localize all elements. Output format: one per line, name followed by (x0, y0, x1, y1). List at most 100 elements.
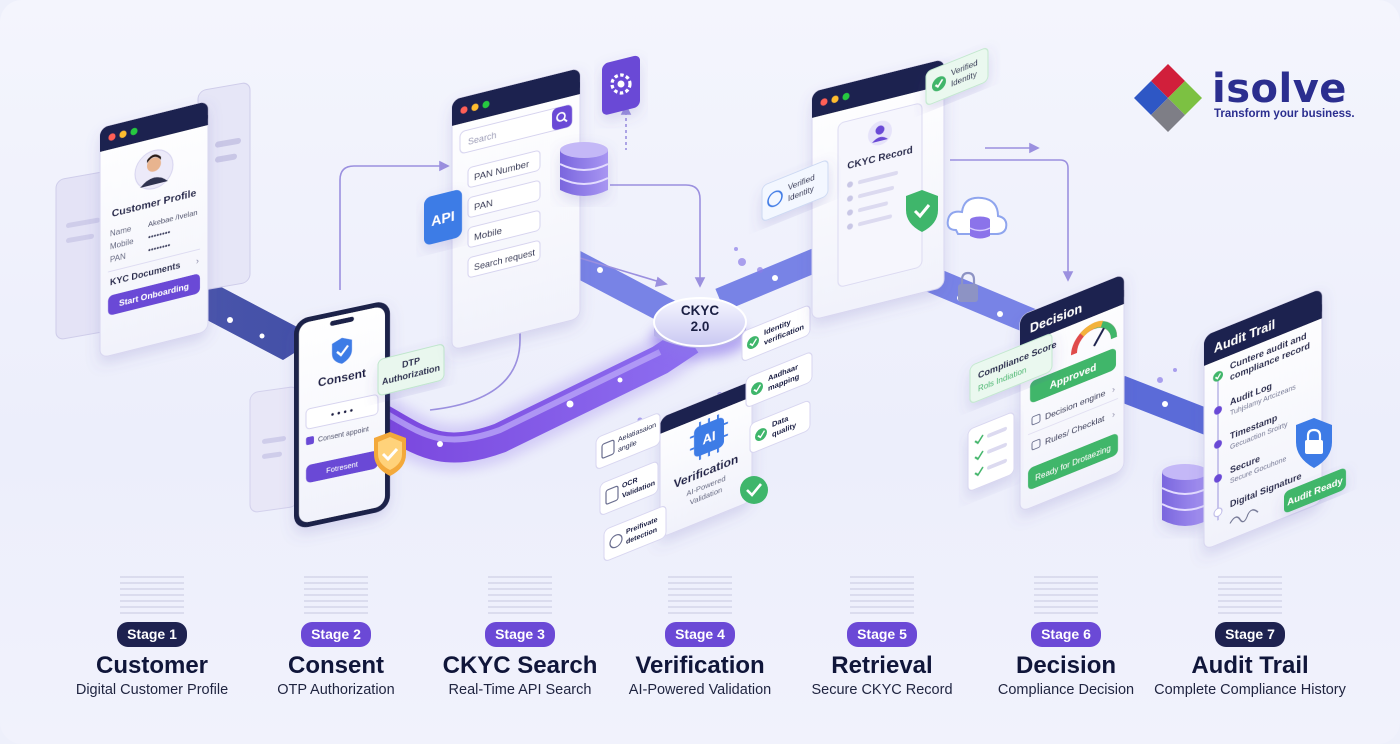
gear-icon (602, 55, 640, 115)
otp-authorization-badge: DTP Authorization (377, 344, 445, 396)
approved-status (1030, 348, 1116, 403)
fingerprint-icon (609, 534, 623, 549)
checkbox-icon (1031, 413, 1041, 426)
pan-field[interactable] (467, 180, 541, 218)
stage-title: Verification (635, 652, 765, 679)
aadhaar-mapping-item: Aadhaar mapping (745, 352, 813, 407)
chip-icon (601, 439, 615, 459)
stage-badge: Stage 5 (847, 622, 917, 647)
customer-profile-card: Customer Profile Name Akebae /Ivelan Mob… (99, 102, 209, 357)
stage-7: Stage 7 Audit Trail Complete Compliance … (1140, 576, 1360, 699)
gauge-icon (1071, 320, 1117, 356)
data-quality-item: Data quality (749, 400, 811, 453)
stage-title: Audit Trail (1191, 652, 1309, 679)
verified-identity-left-badge: Verified Identity (761, 160, 829, 221)
stage-subtitle: Secure CKYC Record (811, 682, 953, 698)
pipe-decision-to-audit (1115, 375, 1220, 438)
stage-title: Consent (288, 652, 384, 679)
stage-subtitle: AI-Powered Validation (628, 682, 772, 698)
verified-identity-top-badge: Verified Identity (925, 48, 989, 105)
pan-label: PAN (474, 198, 493, 214)
pan-number-field[interactable] (467, 150, 541, 188)
stage-title: Retrieval (831, 652, 933, 679)
stage-pedestal (668, 576, 732, 616)
otp-dots: • • • • (331, 405, 354, 421)
flow-arrows (339, 104, 1074, 411)
verification-card: AI Verification AI-Powered Validation (659, 382, 753, 536)
brand-tagline: Transform your business. (1214, 108, 1355, 120)
hub-label-line1: CKYC (681, 303, 720, 318)
liveness-tool: Aelatiasaion angile (595, 413, 661, 469)
consent-checkbox[interactable] (306, 436, 314, 446)
search-card: Search PAN Number PAN Mobile Search requ… (451, 69, 581, 349)
avatar (134, 149, 174, 190)
stage-pedestal (1218, 576, 1282, 616)
checkbox-icon (1031, 438, 1041, 451)
search-request-button[interactable] (467, 240, 541, 278)
ready-status (1028, 434, 1118, 490)
mobile-field[interactable] (467, 210, 541, 248)
audit-database-icon (1161, 464, 1209, 526)
audit-trail-card: Audit Trail Cuntere audit and compliance… (1203, 290, 1323, 548)
scan-icon (605, 485, 619, 505)
start-onboarding-button[interactable] (108, 273, 200, 316)
audit-lock-shield-icon (1296, 418, 1332, 468)
search-button[interactable] (552, 104, 572, 131)
consent-phone: Consent • • • • Consent appoint Fotresen… (294, 302, 390, 528)
stage-pedestal (304, 576, 368, 616)
isolve-logo-mark (1134, 64, 1202, 132)
stage-subtitle: OTP Authorization (277, 682, 395, 698)
ocr-tool: OCR Validation (599, 461, 659, 515)
chevron-right-icon: › (1112, 409, 1115, 420)
api-badge: API (424, 190, 462, 245)
stage-subtitle: Real-Time API Search (448, 682, 592, 698)
stage-title: Customer (95, 652, 209, 679)
check-circle-icon (740, 476, 768, 504)
identity-verification-item: Identity verification (741, 305, 811, 361)
database-icon (559, 142, 609, 196)
decision-card: Decision Approved Decision engine › Rule… (1019, 276, 1125, 510)
signature-icon (1229, 509, 1259, 524)
stage-subtitle: Complete Compliance History (1154, 682, 1346, 698)
stage-pedestal (850, 576, 914, 616)
shield-gold-icon (374, 432, 406, 476)
pan-label: PAN (110, 252, 126, 265)
isolve-logo: isolve Transform your business. (1132, 62, 1362, 138)
ai-chip-icon: AI (690, 414, 728, 461)
fingerprint-icon (767, 190, 783, 208)
stage-pedestal (1034, 576, 1098, 616)
stage-pedestal (120, 576, 184, 616)
stage-6: Stage 6 Decision Compliance Decision (956, 576, 1176, 699)
shield-check-icon (332, 337, 352, 364)
stage-badge: Stage 3 (485, 622, 555, 647)
chevron-right-icon: › (196, 255, 199, 266)
stage-1: Stage 1 Customer Digital Customer Profil… (42, 576, 262, 699)
stage-badge: Stage 4 (665, 622, 735, 647)
stage-pedestal (488, 576, 552, 616)
stage-2: Stage 2 Consent OTP Authorization (226, 576, 446, 699)
stage-title: CKYC Search (442, 652, 598, 679)
stage-subtitle: Compliance Decision (997, 682, 1135, 698)
stage-4: Stage 4 Verification AI-Powered Validati… (590, 576, 810, 699)
cloud-database-icon (946, 196, 1008, 239)
hub-label-line2: 2.0 (691, 319, 710, 334)
ai-label: AI (702, 428, 715, 448)
diagram-artwork: Customer Profile Name Akebae /Ivelan Mob… (55, 48, 1346, 561)
user-icon (875, 125, 885, 135)
ckyc-hub: CKYC 2.0 (652, 297, 748, 358)
detection-tool: Preifivate detection (603, 506, 667, 561)
search-icon (556, 111, 568, 123)
verification-tools: Aelatiasaion angile OCR Validation Preif… (595, 413, 667, 561)
checklist-card (967, 412, 1015, 491)
otp-badge-line1: DTP (402, 356, 420, 370)
record-shield-check-icon (906, 190, 938, 232)
brand-name: isolve (1212, 66, 1347, 112)
otp-input[interactable] (305, 394, 379, 430)
stage-badge: Stage 7 (1215, 622, 1285, 647)
stage-subtitle: Digital Customer Profile (75, 682, 229, 698)
stage-badge: Stage 6 (1031, 622, 1101, 647)
verification-checks: Identity verification Aadhaar mapping Da… (741, 305, 813, 453)
stage-title: Decision (1015, 652, 1117, 679)
consent-submit-button[interactable] (306, 450, 378, 483)
